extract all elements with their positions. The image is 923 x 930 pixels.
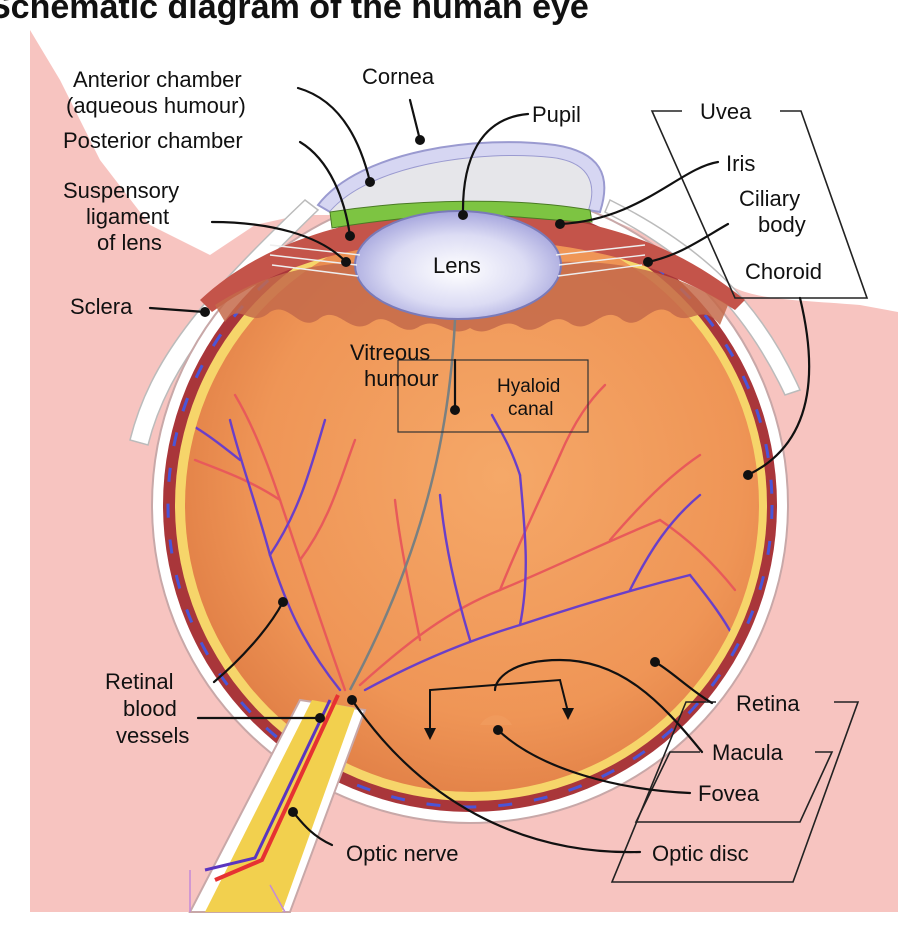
label-optic-nerve: Optic nerve <box>346 841 459 866</box>
label-cornea: Cornea <box>362 64 435 89</box>
label-pupil: Pupil <box>532 102 581 127</box>
label-vitreous-1: Vitreous <box>350 340 430 365</box>
label-lens: Lens <box>433 253 481 278</box>
suspensory-ligament <box>269 244 646 277</box>
label-suspensory-3: of lens <box>97 230 162 255</box>
page-title: Schematic diagram of the human eye <box>0 0 589 26</box>
label-retinal-3: vessels <box>116 723 189 748</box>
hyaloid-label-box <box>397 359 589 433</box>
anterior-chamber <box>330 155 592 212</box>
retinal-vessels <box>185 383 737 692</box>
label-hyaloid-1: Hyaloid <box>497 376 560 397</box>
label-anterior-chamber-1: Anterior chamber <box>73 67 242 92</box>
leader-lines <box>148 86 811 854</box>
hyaloid-canal <box>348 319 457 691</box>
macula-arrowhead-left <box>424 728 436 740</box>
upper-lid-fold-left <box>129 199 320 446</box>
label-anterior-chamber-2: (aqueous humour) <box>66 93 246 118</box>
macula-bracket <box>634 751 834 823</box>
label-fovea: Fovea <box>698 781 760 806</box>
retina-bracket <box>610 701 860 883</box>
central-artery <box>214 694 340 882</box>
label-choroid: Choroid <box>745 259 822 284</box>
label-retinal-2: blood <box>123 696 177 721</box>
label-macula: Macula <box>712 740 784 765</box>
central-vein <box>204 699 332 872</box>
label-ciliary-2: body <box>758 212 806 237</box>
label-uvea: Uvea <box>700 99 752 124</box>
upper-lid-fold-right <box>604 198 802 396</box>
label-iris: Iris <box>726 151 755 176</box>
label-vitreous-2: humour <box>364 366 439 391</box>
label-retina: Retina <box>736 691 800 716</box>
fovea-pit <box>480 715 512 725</box>
label-sclera: Sclera <box>70 294 133 319</box>
ciliary-band <box>200 214 745 312</box>
macula-arrowhead-right <box>562 708 574 720</box>
choroid-vessels <box>166 201 774 809</box>
label-suspensory-2: ligament <box>86 204 169 229</box>
label-optic-disc: Optic disc <box>652 841 749 866</box>
label-hyaloid-2: canal <box>508 399 553 420</box>
label-retinal-1: Retinal <box>105 669 173 694</box>
label-suspensory-1: Suspensory <box>63 178 179 203</box>
optic-nerve-edge-b <box>269 884 286 913</box>
vitreous-body <box>185 218 759 792</box>
label-posterior-chamber: Posterior chamber <box>63 128 243 153</box>
label-ciliary-1: Ciliary <box>739 186 800 211</box>
